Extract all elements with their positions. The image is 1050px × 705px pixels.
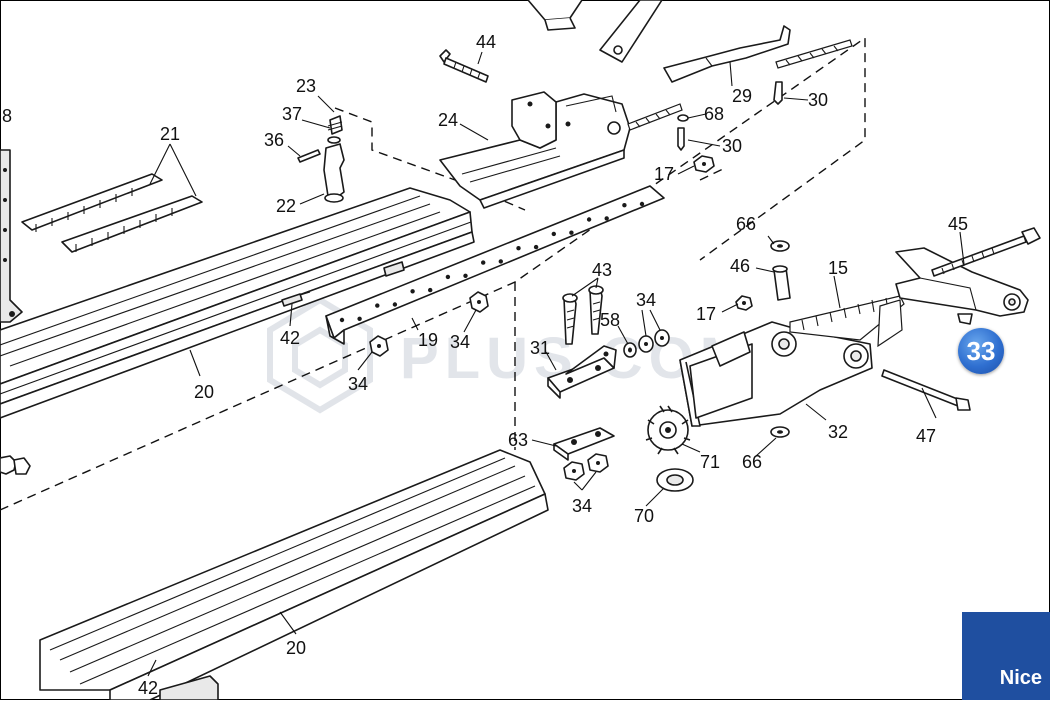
part-63-plate	[553, 427, 615, 461]
bar-hole	[463, 273, 468, 278]
callout-19: 19	[418, 330, 438, 350]
callout-21: 21	[160, 124, 180, 144]
part-17-nut-lower	[735, 295, 753, 311]
callout-15: 15	[828, 258, 848, 278]
bar-hole	[428, 287, 433, 293]
callout-36: 36	[264, 130, 284, 150]
bar-hole	[498, 259, 503, 264]
part-22-pin-assembly	[297, 115, 345, 203]
callout-44: 44	[476, 32, 496, 52]
top-bracket-pieces	[527, 0, 663, 63]
callout-45: 45	[948, 214, 968, 234]
part-29-tensioner	[663, 25, 791, 83]
callout-17-upper: 17	[654, 164, 674, 184]
part-45-bracket	[895, 247, 1029, 325]
bar-hole	[392, 302, 398, 307]
part-70-washer	[656, 468, 694, 492]
bar-hole	[339, 317, 345, 323]
part-44-screw	[439, 49, 489, 83]
callout-23: 23	[296, 76, 316, 96]
rail-upper	[0, 187, 475, 419]
leader-lines	[147, 51, 965, 677]
bar-hole	[481, 260, 486, 265]
badge-number: 33	[966, 336, 996, 366]
part-71-sprocket	[645, 405, 691, 455]
bar-hole	[445, 274, 451, 280]
part-46-bushing	[772, 265, 791, 301]
left-edge-bracket	[0, 149, 31, 475]
callout-47: 47	[916, 426, 936, 446]
callout-66-lower: 66	[742, 452, 762, 472]
callout-34-rail: 34	[348, 374, 368, 394]
callout-29: 29	[732, 86, 752, 106]
part-31-bracket	[547, 345, 617, 399]
callout-42-upper: 42	[280, 328, 300, 348]
part-45-bolt	[931, 227, 1041, 277]
part-19-perforated-bar	[325, 185, 665, 345]
callout-32: 32	[828, 422, 848, 442]
part-58-washers	[623, 329, 670, 358]
part-24-trolley	[439, 91, 631, 209]
bar-hole	[516, 246, 521, 251]
callout-58: 58	[600, 310, 620, 330]
callout-37: 37	[282, 104, 302, 124]
callout-42-lower: 42	[138, 678, 158, 698]
callout-43: 43	[592, 260, 612, 280]
bar-hole	[410, 289, 415, 294]
part-21-belts	[21, 173, 203, 253]
part-66-clip-upper	[770, 240, 790, 252]
callout-17-lower: 17	[696, 304, 716, 324]
part-32-housing	[679, 321, 873, 427]
drive-chain-top	[627, 39, 853, 131]
part-34-nut-rail	[369, 335, 389, 357]
rail-lower	[39, 449, 549, 701]
bar-hole	[569, 230, 574, 235]
page-number-badge[interactable]: 33	[958, 328, 1004, 374]
bar-hole	[533, 244, 539, 250]
callout-66-upper: 66	[736, 214, 756, 234]
callout-31: 31	[530, 338, 550, 358]
callout-22: 22	[276, 196, 296, 216]
part-15-chain	[789, 295, 905, 348]
bar-hole	[375, 303, 380, 308]
part-42-upper-slot	[281, 261, 405, 307]
part-43-screws	[562, 285, 604, 345]
bar-hole	[622, 203, 627, 208]
callout-8: 8	[2, 106, 12, 126]
part-34-nuts-lower	[563, 453, 609, 481]
callout-34-plate: 34	[572, 496, 592, 516]
part-34-nut-bar	[469, 291, 489, 313]
callout-30-lower: 30	[722, 136, 742, 156]
bar-hole	[639, 201, 645, 207]
bar-hole	[604, 216, 609, 221]
callout-63: 63	[508, 430, 528, 450]
callout-34-washer: 34	[636, 290, 656, 310]
callout-20-lower: 20	[286, 638, 306, 658]
part-17-nut-upper	[693, 155, 715, 173]
part-47-bolt	[881, 369, 971, 411]
callout-24: 24	[438, 110, 458, 130]
callout-46: 46	[730, 256, 750, 276]
bar-hole	[357, 316, 362, 321]
callout-34-bar: 34	[450, 332, 470, 352]
nice-logo: Nice	[962, 612, 1050, 700]
callout-68: 68	[704, 104, 724, 124]
bar-hole	[551, 231, 556, 237]
callout-30-upper: 30	[808, 90, 828, 110]
callout-70: 70	[634, 506, 654, 526]
callout-71: 71	[700, 452, 720, 472]
callout-20-upper: 20	[194, 382, 214, 402]
part-42-lower-plate	[159, 675, 219, 701]
bar-hole	[586, 217, 592, 222]
callout-labels: 44 23 37 36 24 21 22 29 30 68 30 17 66 4…	[2, 32, 968, 698]
logo-text: Nice	[999, 667, 1042, 689]
part-66-clip-lower	[770, 426, 790, 438]
